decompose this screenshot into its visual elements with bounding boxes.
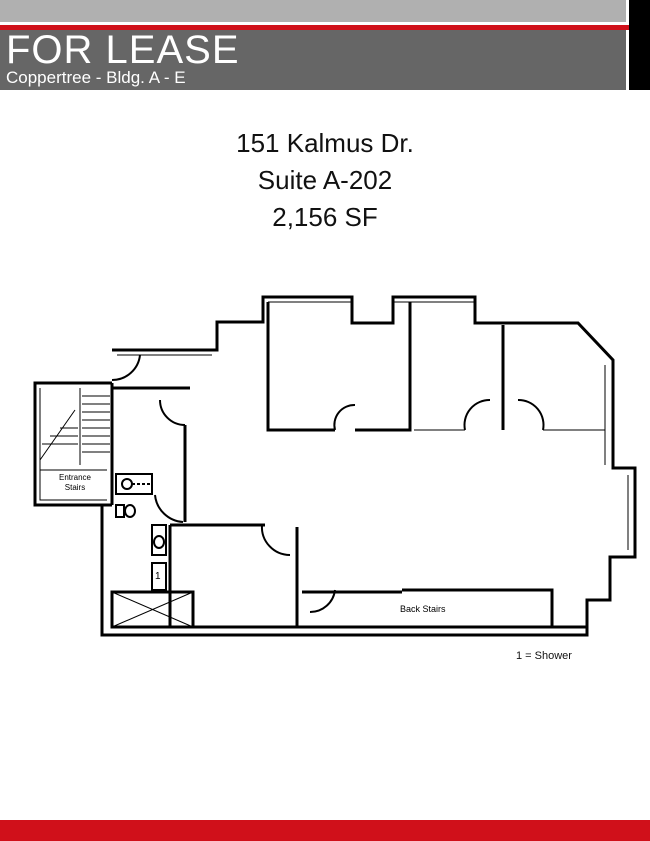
door-swings [111,354,545,614]
inner-lines [39,301,629,628]
header-red-line [0,25,650,30]
page-title: FOR LEASE [6,28,240,72]
shower-marker: 1 [155,571,161,582]
header-black-bar [629,0,650,90]
suite: Suite A-202 [257,165,393,195]
header-top-bar [0,0,626,22]
footer-red-bar [0,820,650,841]
page-subtitle: Coppertree - Bldg. A - E [6,68,186,87]
entrance-label-line1: Entrance [58,473,92,482]
address: 151 Kalmus Dr. [236,128,414,158]
area: 2,156 SF [272,202,378,232]
entrance-label-line2: Stairs [64,483,86,492]
back-stairs-label: Back Stairs [400,604,446,614]
legend-shower: 1 = Shower [516,650,572,662]
stair-treads [42,395,110,453]
outer-walls [33,295,637,637]
entrance-stairs-label: Entrance Stairs [42,473,108,493]
header-band [0,30,626,90]
fixtures [115,473,167,591]
